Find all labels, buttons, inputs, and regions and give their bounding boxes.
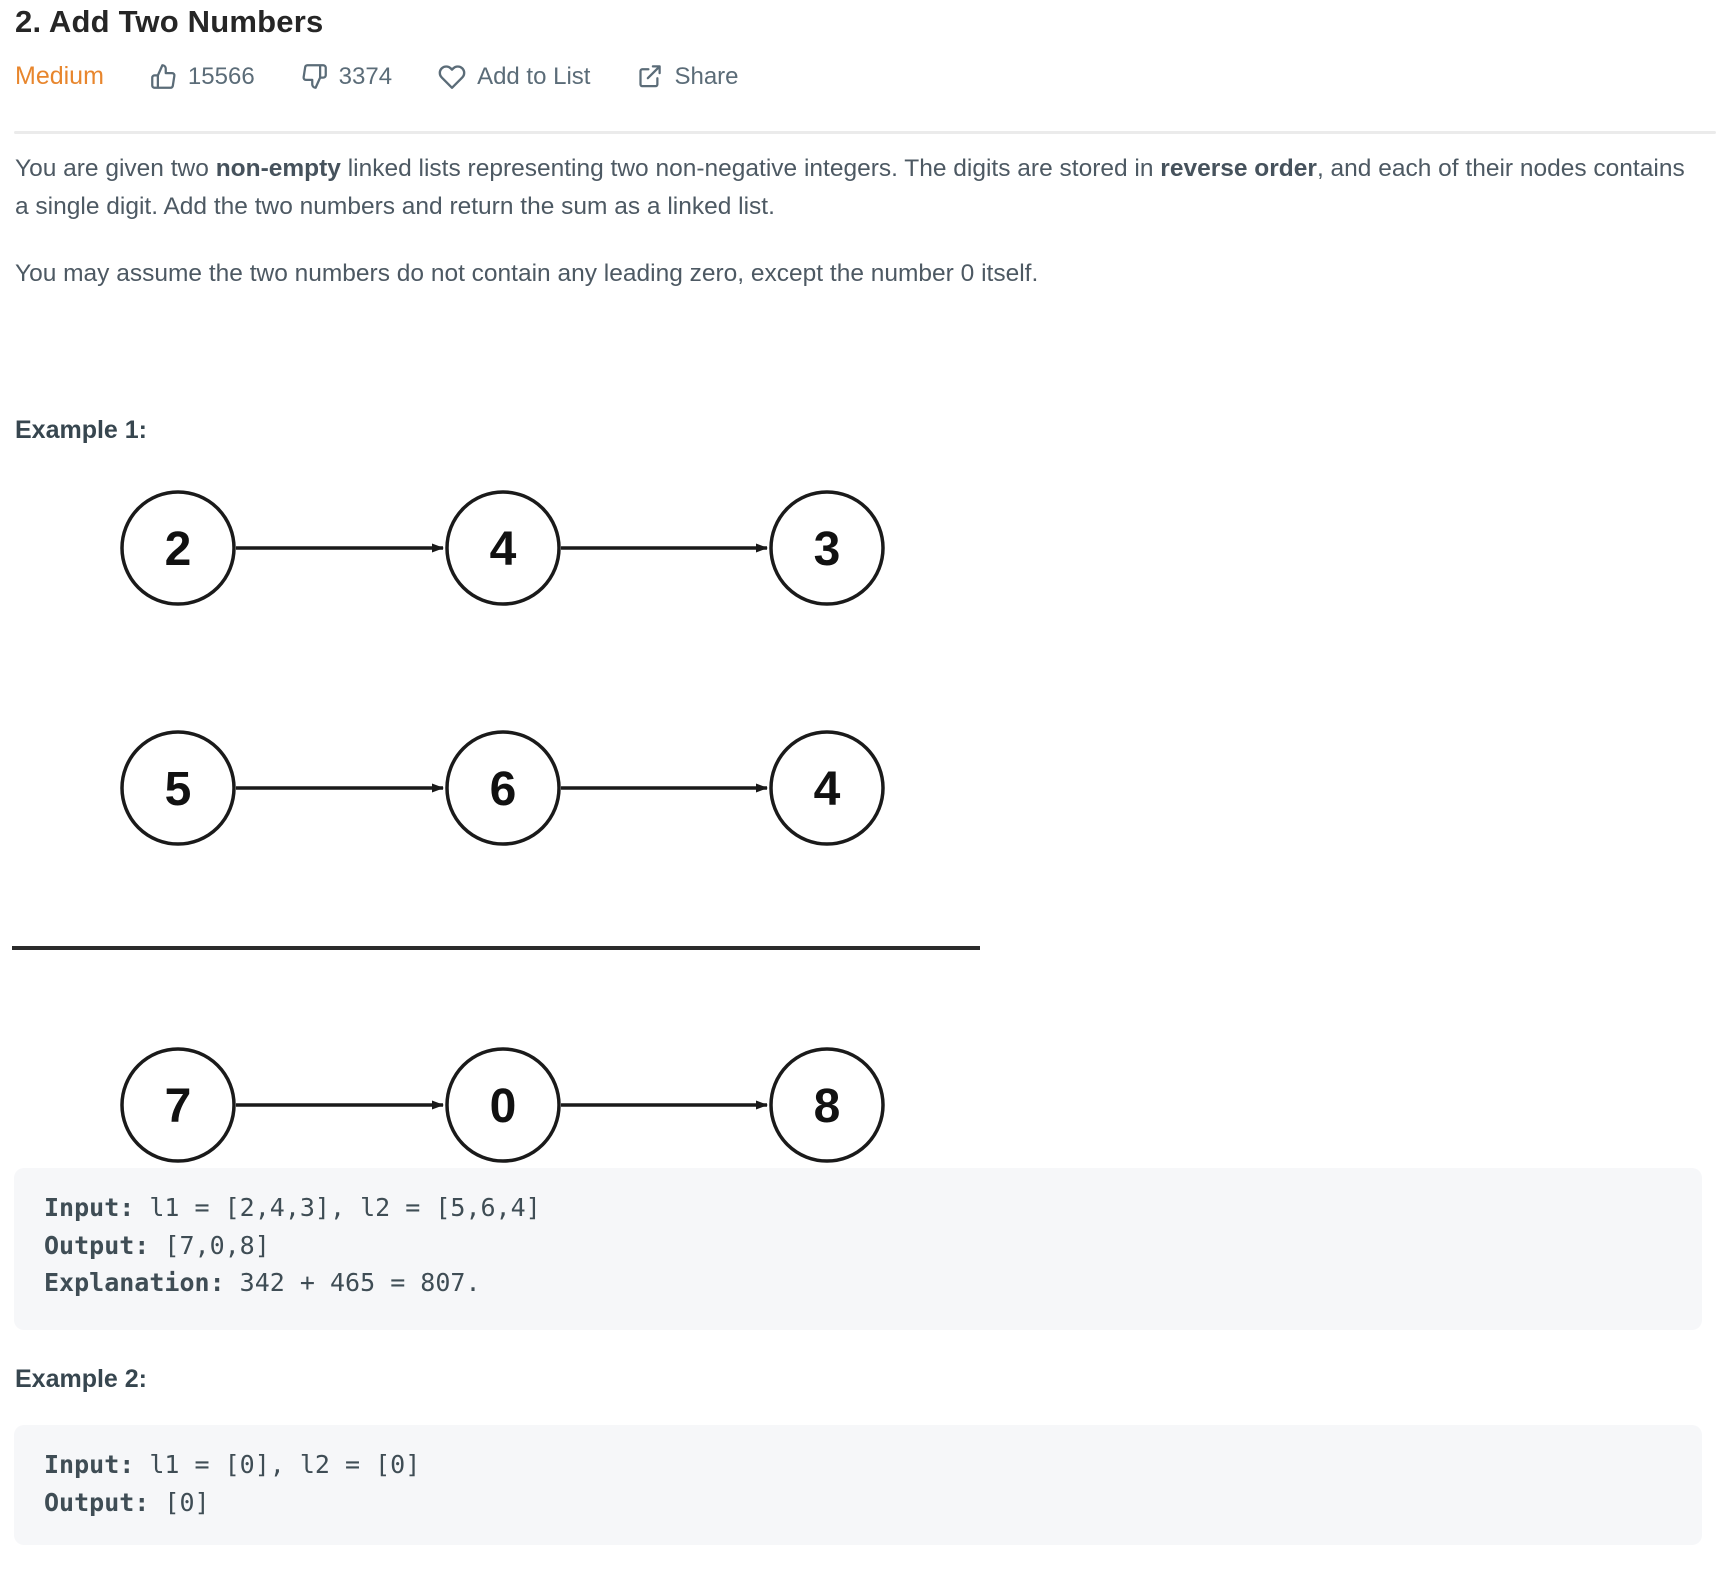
list-node-circle (445, 730, 561, 846)
dislike-count: 3374 (338, 62, 393, 90)
description-text: , and each of their nodes contains a sin… (15, 155, 1685, 220)
description-text: linked lists representing two non-negati… (340, 155, 1161, 182)
problem-description-paragraph: You are given two non-empty linked lists… (15, 150, 1705, 226)
description-bold-non-empty: non-empty (215, 155, 341, 182)
list-node-circle (769, 730, 885, 846)
linked-list-diagram: 2 4 3 5 6 4 7 0 8 (12, 490, 980, 1163)
input-value: l1 = [0], l2 = [0] (134, 1450, 421, 1479)
thumbs-down-icon (302, 64, 327, 89)
list-node-circle (769, 1047, 885, 1163)
list-node-circle (445, 490, 561, 606)
output-value: [7,0,8] (149, 1230, 270, 1260)
list-node-value: 6 (490, 763, 517, 816)
list-node-value: 0 (490, 1080, 517, 1133)
explanation-label: Explanation: (44, 1268, 225, 1297)
list-node-value: 8 (814, 1080, 841, 1133)
add-to-list-label: Add to List (477, 62, 591, 90)
list-node-value: 5 (165, 763, 192, 816)
example2-code-block: Input: l1 = [0], l2 = [0] Output: [0] (14, 1425, 1702, 1545)
difficulty-badge: Medium (15, 62, 104, 90)
input-label: Input: (44, 1193, 135, 1222)
description-text: You are given two (15, 155, 216, 182)
output-value: [0] (149, 1487, 210, 1517)
add-to-list-button[interactable]: Add to List (438, 63, 590, 91)
example1-input-line: Input: l1 = [2,4,3], l2 = [5,6,4] (44, 1189, 1672, 1227)
list-node-circle (120, 1047, 236, 1163)
header-divider (14, 131, 1716, 134)
example1-code-block: Input: l1 = [2,4,3], l2 = [5,6,4] Output… (14, 1168, 1702, 1330)
share-button[interactable]: Share (636, 62, 739, 91)
heart-icon (438, 64, 466, 89)
dislike-button[interactable]: 3374 (301, 63, 392, 91)
example1-output-line: Output: [7,0,8] (44, 1227, 1672, 1265)
explanation-value: 342 + 465 = 807. (224, 1268, 481, 1297)
list-node-circle (769, 490, 885, 606)
list-node-value: 2 (165, 523, 192, 576)
list-node-value: 3 (814, 523, 841, 576)
output-label: Output: (44, 1230, 150, 1260)
share-label: Share (674, 62, 739, 90)
share-icon (639, 65, 662, 88)
list-node-value: 7 (165, 1080, 192, 1133)
problem-title: 2. Add Two Numbers (15, 4, 324, 39)
example2-heading: Example 2: (15, 1365, 148, 1393)
output-label: Output: (44, 1487, 150, 1517)
list-node-circle (445, 1047, 561, 1163)
list-node-circle (120, 490, 236, 606)
example2-input-line: Input: l1 = [0], l2 = [0] (44, 1446, 1672, 1484)
problem-assumption-paragraph: You may assume the two numbers do not co… (15, 260, 1039, 287)
example1-heading: Example 1: (15, 416, 148, 444)
thumbs-up-icon (151, 64, 176, 89)
list-node-value: 4 (814, 763, 841, 816)
list-node-value: 4 (490, 523, 517, 576)
description-bold-reverse-order: reverse order (1160, 155, 1317, 182)
like-button[interactable]: 15566 (150, 63, 255, 91)
input-value: l1 = [2,4,3], l2 = [5,6,4] (134, 1193, 541, 1222)
example1-explanation-line: Explanation: 342 + 465 = 807. (44, 1264, 1672, 1302)
like-count: 15566 (187, 62, 255, 90)
problem-meta-row: Medium 15566 3374 Add to List (15, 62, 739, 91)
example2-output-line: Output: [0] (44, 1484, 1672, 1522)
list-node-circle (120, 730, 236, 846)
input-label: Input: (44, 1450, 135, 1479)
